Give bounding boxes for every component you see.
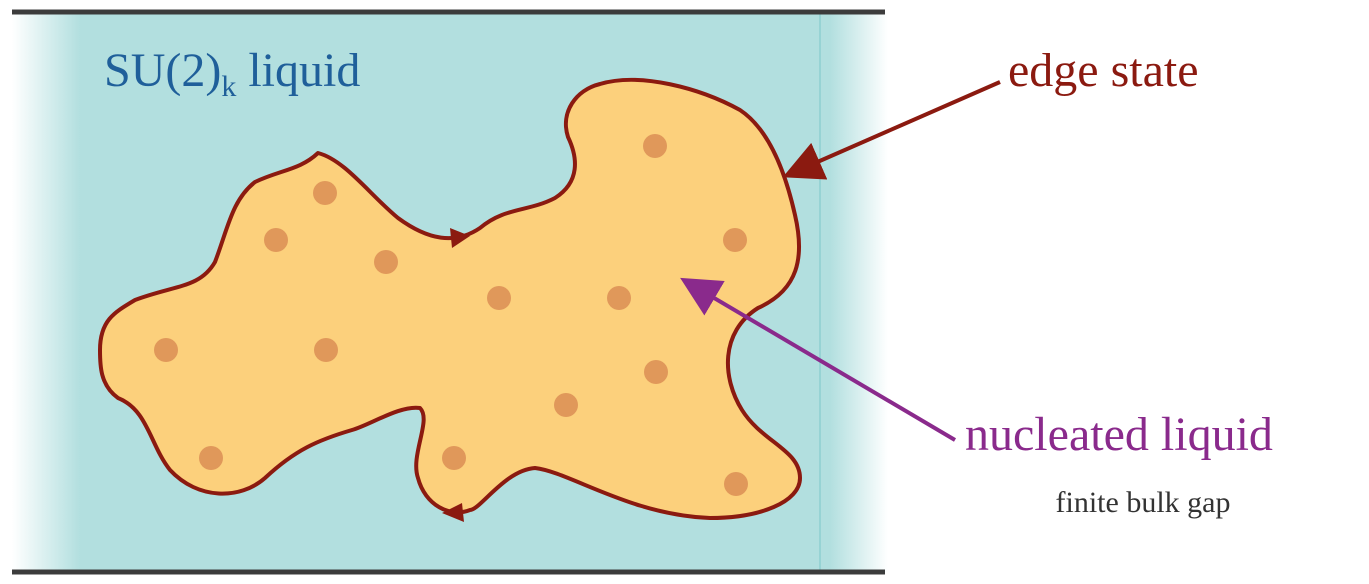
dot: [724, 472, 748, 496]
dot: [723, 228, 747, 252]
dot: [644, 360, 668, 384]
dot: [374, 250, 398, 274]
dot: [314, 338, 338, 362]
nucleated-liquid-label: nucleated liquid: [965, 408, 1273, 461]
dot: [554, 393, 578, 417]
dot: [199, 446, 223, 470]
dot: [607, 286, 631, 310]
dot: [643, 134, 667, 158]
dot: [442, 446, 466, 470]
edge-state-label: edge state: [1008, 44, 1199, 97]
dot: [154, 338, 178, 362]
finite-bulk-gap-label: finite bulk gap: [1056, 486, 1231, 519]
dot: [487, 286, 511, 310]
dot: [313, 181, 337, 205]
dot: [264, 228, 288, 252]
